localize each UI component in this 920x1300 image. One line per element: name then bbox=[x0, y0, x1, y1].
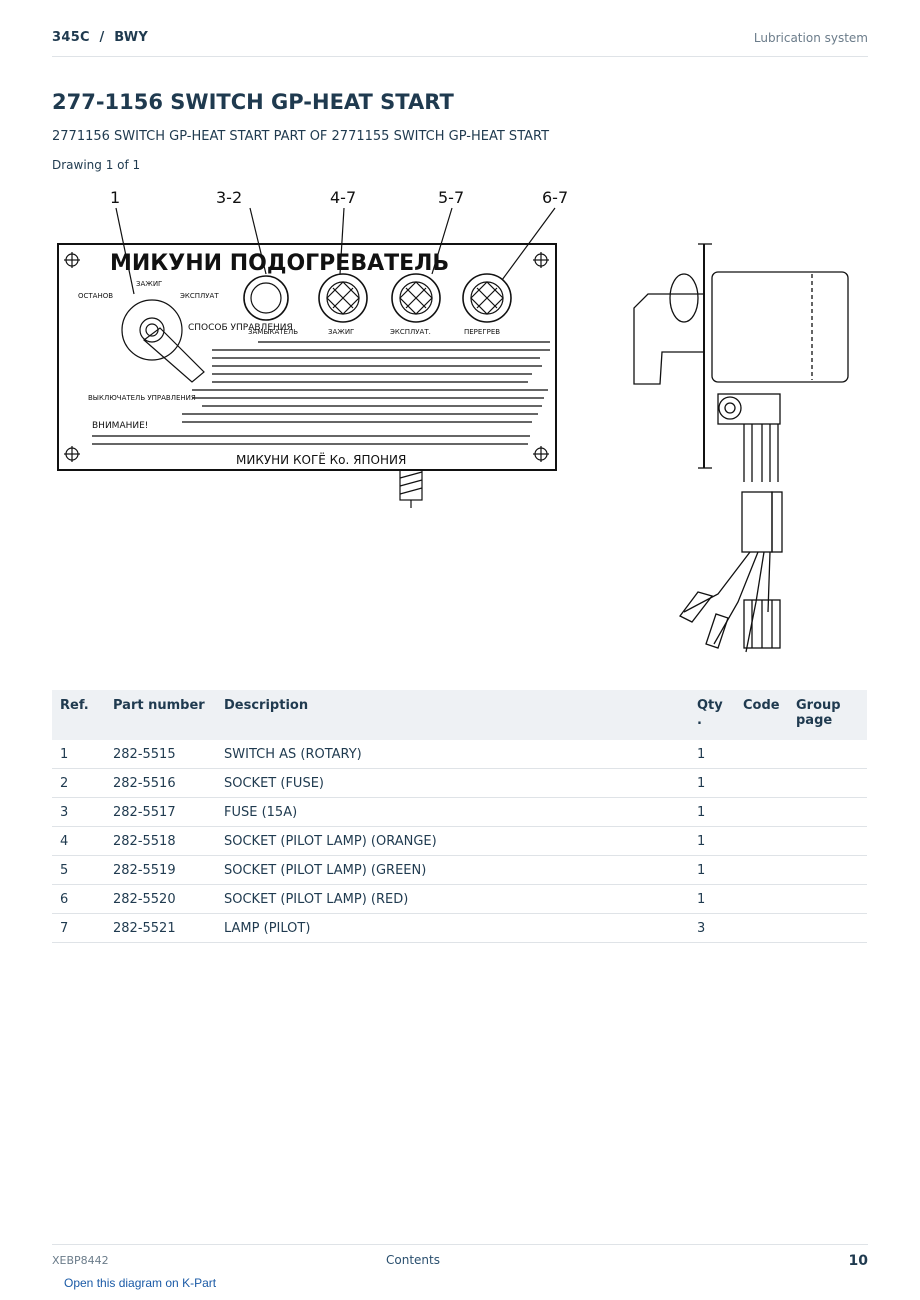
cell-ref: 6 bbox=[52, 884, 105, 914]
cell-description: FUSE (15A) bbox=[216, 797, 689, 827]
col-code: Code bbox=[735, 690, 788, 740]
cell-ref: 4 bbox=[52, 826, 105, 856]
cell-group-page bbox=[788, 740, 867, 769]
plate-label-ignition-lamp: ЗАЖИГ bbox=[328, 328, 354, 336]
col-description: Description bbox=[216, 690, 689, 740]
callout-5-7: 5-7 bbox=[438, 188, 464, 207]
page-title: 277-1156 SWITCH GP-HEAT START bbox=[52, 90, 454, 114]
page-footer: XEBP8442 Contents 10 bbox=[52, 1244, 868, 1275]
cell-group-page bbox=[788, 826, 867, 856]
page-header: 345C / BWY Lubrication system bbox=[52, 28, 868, 57]
document-id: XEBP8442 bbox=[52, 1254, 109, 1267]
cell-group-page bbox=[788, 768, 867, 798]
page-number: 10 bbox=[848, 1253, 868, 1269]
cell-group-page bbox=[788, 884, 867, 914]
table-row: 6 282-5520 SOCKET (PILOT LAMP) (RED) 1 bbox=[52, 884, 867, 914]
table-row: 2 282-5516 SOCKET (FUSE) 1 bbox=[52, 768, 867, 798]
table-row: 7 282-5521 LAMP (PILOT) 3 bbox=[52, 913, 867, 943]
plate-label-run: ЭКСПЛУАТ bbox=[180, 292, 219, 300]
cell-group-page bbox=[788, 797, 867, 827]
cell-description: SOCKET (PILOT LAMP) (ORANGE) bbox=[216, 826, 689, 856]
cell-description: LAMP (PILOT) bbox=[216, 913, 689, 943]
cell-code bbox=[735, 884, 788, 914]
plate-label-ignition: ЗАЖИГ bbox=[136, 280, 162, 288]
cell-ref: 1 bbox=[52, 740, 105, 769]
plate-label-run-lamp: ЭКСПЛУАТ. bbox=[390, 328, 431, 336]
parts-table: Ref. Part number Description Qty . Code … bbox=[52, 690, 867, 943]
cell-description: SOCKET (PILOT LAMP) (RED) bbox=[216, 884, 689, 914]
cell-qty: 1 bbox=[689, 826, 735, 856]
plate-footer: МИКУНИ КОГЁ Ко. ЯПОНИЯ bbox=[236, 452, 406, 467]
cell-group-page bbox=[788, 855, 867, 885]
cell-ref: 2 bbox=[52, 768, 105, 798]
table-row: 4 282-5518 SOCKET (PILOT LAMP) (ORANGE) … bbox=[52, 826, 867, 856]
cell-group-page bbox=[788, 913, 867, 943]
cell-code bbox=[735, 797, 788, 827]
plate-label-overheat: ПЕРЕГРЕВ bbox=[464, 328, 500, 336]
cell-part-number: 282-5519 bbox=[105, 855, 216, 885]
cell-code bbox=[735, 855, 788, 885]
table-header-row: Ref. Part number Description Qty . Code … bbox=[52, 690, 867, 740]
cell-qty: 1 bbox=[689, 855, 735, 885]
cell-description: SOCKET (FUSE) bbox=[216, 768, 689, 798]
cell-part-number: 282-5521 bbox=[105, 913, 216, 943]
cell-code bbox=[735, 826, 788, 856]
col-group-page: Group page bbox=[788, 690, 867, 740]
callout-4-7: 4-7 bbox=[330, 188, 356, 207]
table-row: 1 282-5515 SWITCH AS (ROTARY) 1 bbox=[52, 740, 867, 769]
callout-3-2: 3-2 bbox=[216, 188, 242, 207]
cell-part-number: 282-5518 bbox=[105, 826, 216, 856]
drawing-counter: Drawing 1 of 1 bbox=[52, 158, 141, 172]
cell-qty: 1 bbox=[689, 884, 735, 914]
cell-part-number: 282-5516 bbox=[105, 768, 216, 798]
callout-1: 1 bbox=[110, 188, 120, 207]
kpart-diagram-link[interactable]: Open this diagram on K-Part bbox=[64, 1276, 217, 1290]
plate-label-warning: ВНИМАНИЕ! bbox=[92, 421, 148, 431]
cell-code bbox=[735, 740, 788, 769]
cell-description: SOCKET (PILOT LAMP) (GREEN) bbox=[216, 855, 689, 885]
cell-qty: 1 bbox=[689, 797, 735, 827]
cell-description: SWITCH AS (ROTARY) bbox=[216, 740, 689, 769]
col-qty: Qty . bbox=[689, 690, 735, 740]
contents-link[interactable]: Contents bbox=[386, 1253, 440, 1267]
table-row: 5 282-5519 SOCKET (PILOT LAMP) (GREEN) 1 bbox=[52, 855, 867, 885]
cell-code bbox=[735, 768, 788, 798]
plate-title: МИКУНИ ПОДОГРЕВАТЕЛЬ bbox=[110, 251, 449, 276]
cell-part-number: 282-5515 bbox=[105, 740, 216, 769]
section-name: Lubrication system bbox=[753, 31, 868, 45]
plate-label-control: СПОСОБ УПРАВЛЕНИЯ bbox=[188, 323, 293, 333]
col-ref: Ref. bbox=[52, 690, 105, 740]
model-breadcrumb: 345C / BWY bbox=[52, 30, 149, 45]
cell-ref: 5 bbox=[52, 855, 105, 885]
cell-part-number: 282-5517 bbox=[105, 797, 216, 827]
plate-label-switch: ВЫКЛЮЧАТЕЛЬ УПРАВЛЕНИЯ bbox=[88, 394, 196, 402]
plate-label-stop: ОСТАНОВ bbox=[78, 292, 113, 300]
cell-qty: 1 bbox=[689, 768, 735, 798]
cell-part-number: 282-5520 bbox=[105, 884, 216, 914]
cell-qty: 3 bbox=[689, 913, 735, 943]
page-subtitle: 2771156 SWITCH GP-HEAT START PART OF 277… bbox=[52, 129, 550, 144]
cell-ref: 7 bbox=[52, 913, 105, 943]
callout-6-7: 6-7 bbox=[542, 188, 568, 207]
cell-code bbox=[735, 913, 788, 943]
plate-label-fuse: ЗАМЫКАТЕЛЬ bbox=[248, 328, 298, 336]
parts-diagram: 1 3-2 4-7 5-7 6-7 bbox=[57, 188, 849, 653]
col-part-number: Part number bbox=[105, 690, 216, 740]
cell-qty: 1 bbox=[689, 740, 735, 769]
table-row: 3 282-5517 FUSE (15A) 1 bbox=[52, 797, 867, 827]
cell-ref: 3 bbox=[52, 797, 105, 827]
